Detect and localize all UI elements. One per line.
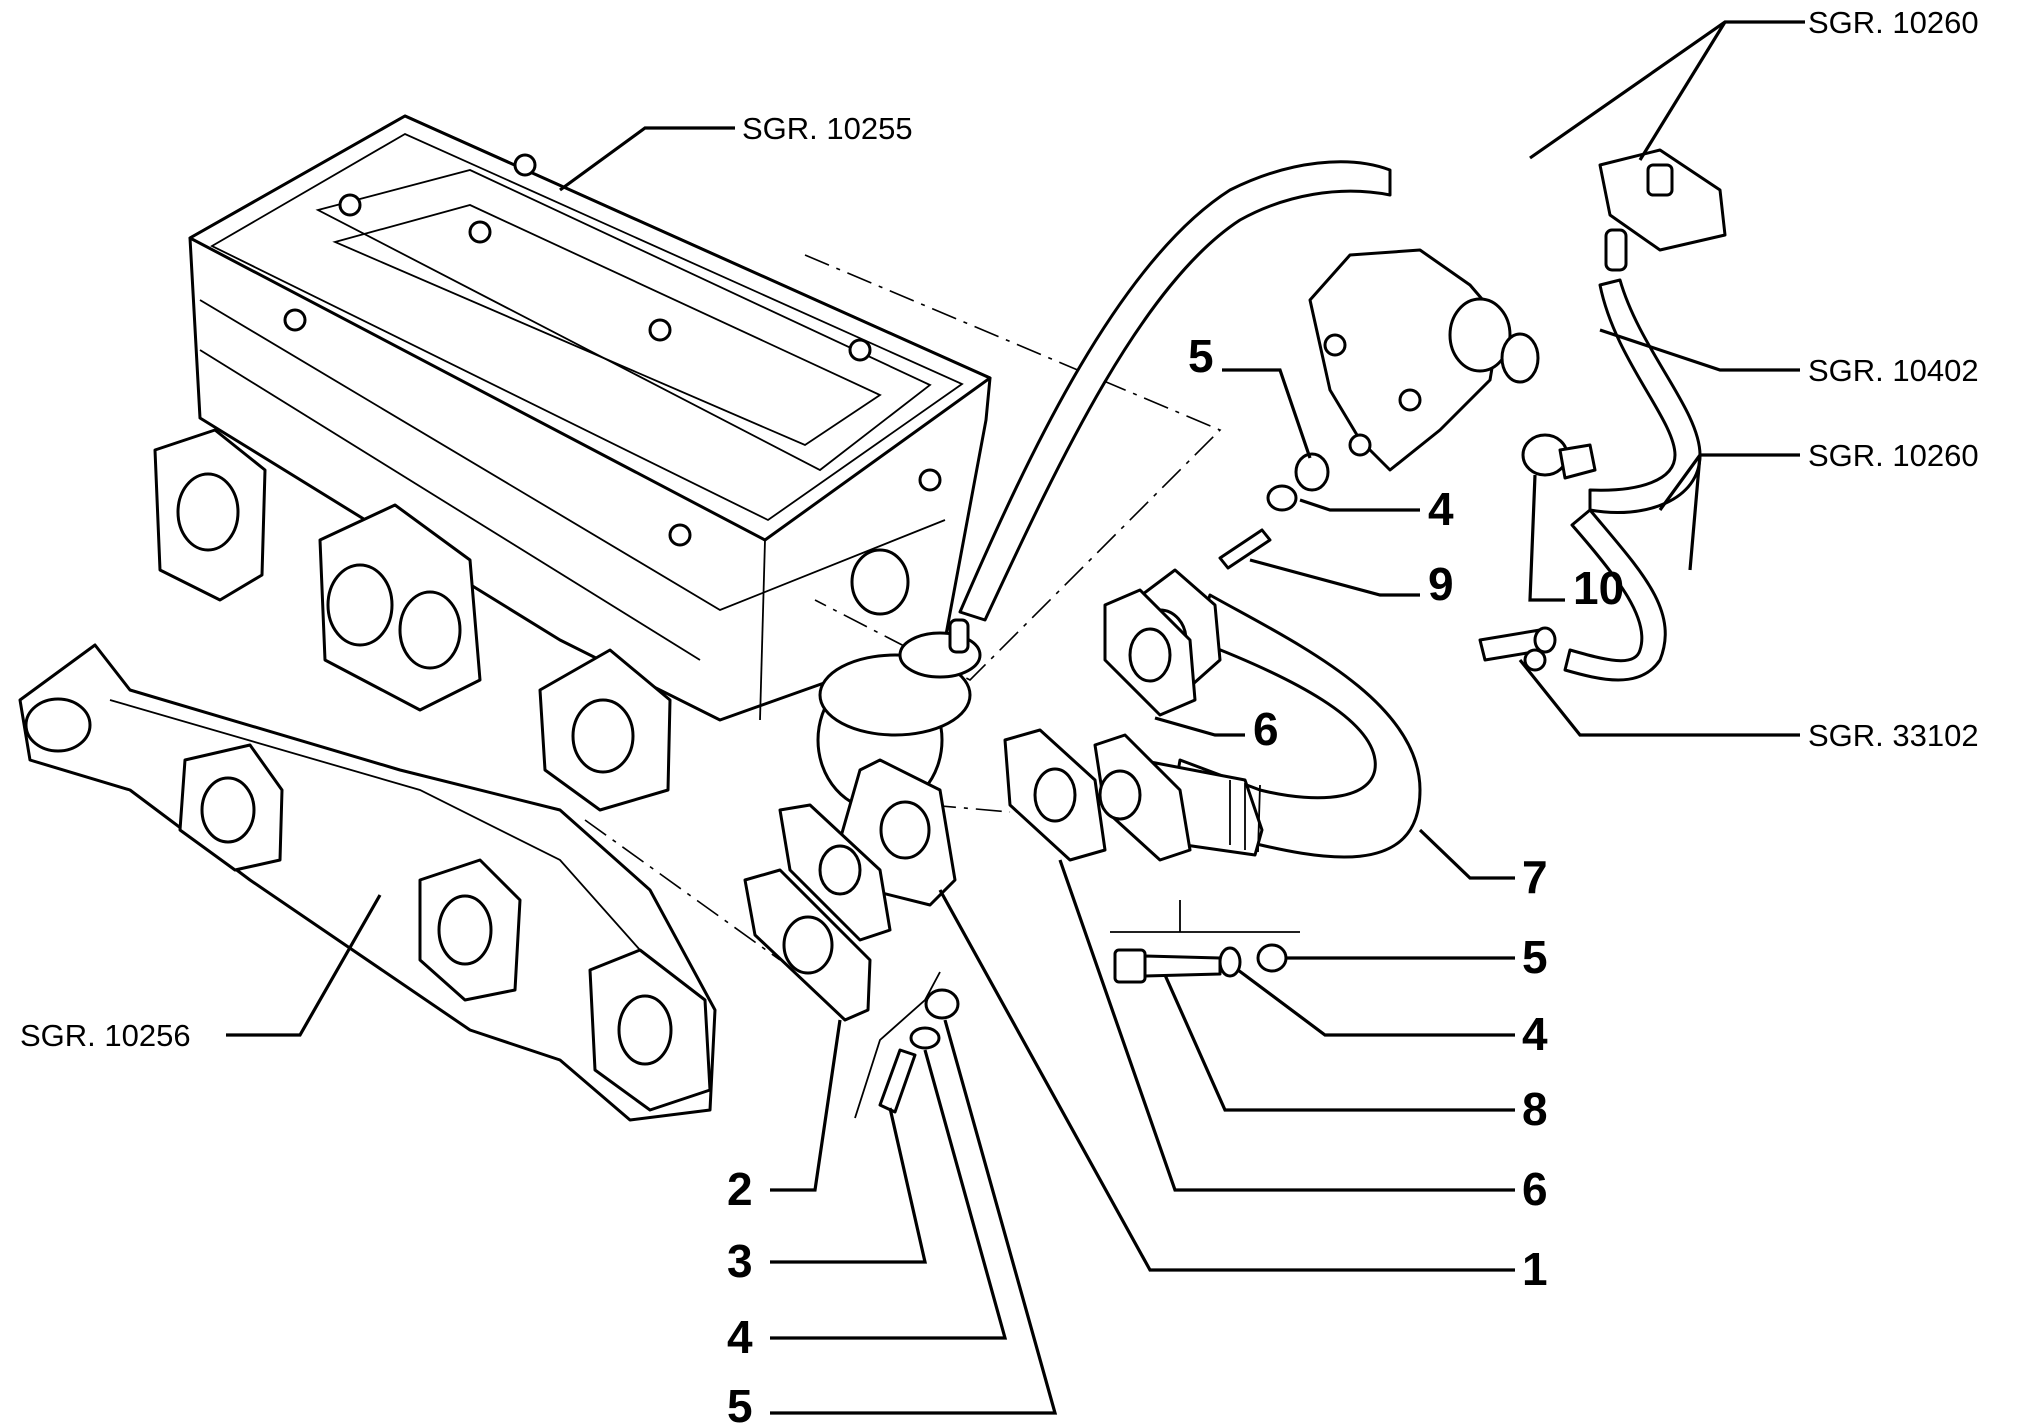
callout-9: 9 xyxy=(1428,558,1454,610)
callout-3: 3 xyxy=(727,1235,753,1287)
sgr-10255-label: SGR. 10255 xyxy=(742,111,913,146)
gasket-2 xyxy=(743,803,892,1022)
callout-2: 2 xyxy=(727,1163,753,1215)
callout-5-top: 5 xyxy=(1188,330,1214,382)
bolt-washer-nut-right xyxy=(1110,900,1300,984)
vacuum-sensor-10 xyxy=(1521,433,1597,480)
callout-6-mid: 6 xyxy=(1253,703,1279,755)
callout-6-right: 6 xyxy=(1522,1163,1548,1215)
callout-4-bottom: 4 xyxy=(727,1311,753,1363)
callout-5-right: 5 xyxy=(1522,931,1548,983)
sgr-10256-label: SGR. 10256 xyxy=(20,1018,191,1053)
callout-4-right: 4 xyxy=(1522,1008,1548,1060)
vacuum-solenoid xyxy=(1598,148,1727,272)
callout-8: 8 xyxy=(1522,1083,1548,1135)
callout-4-top: 4 xyxy=(1428,483,1454,535)
callout-7: 7 xyxy=(1522,851,1548,903)
exhaust-manifold xyxy=(18,643,717,1122)
intake-manifold xyxy=(153,114,992,812)
leader-lines xyxy=(226,20,1805,1415)
gaskets-6 xyxy=(1003,588,1197,862)
sgr-33102-label: SGR. 33102 xyxy=(1808,718,1979,753)
sgr-10402-label: SGR. 10402 xyxy=(1808,353,1979,388)
part-number-callouts: 5 4 9 10 6 7 5 4 8 6 1 2 3 4 5 xyxy=(727,330,1624,1426)
stud-washer-nut-bottom xyxy=(854,971,960,1119)
t-connector xyxy=(1478,626,1557,672)
reference-labels: SGR. 10260 SGR. 10255 SGR. 10402 SGR. 10… xyxy=(20,5,1979,1053)
sgr-10260-top-label: SGR. 10260 xyxy=(1808,5,1979,40)
callout-1: 1 xyxy=(1522,1243,1548,1295)
vacuum-hoses xyxy=(958,160,1702,682)
stud-washer-nut-top xyxy=(1218,452,1330,570)
callout-10: 10 xyxy=(1573,562,1624,614)
callout-5-bottom: 5 xyxy=(727,1380,753,1426)
sgr-10260-mid-label: SGR. 10260 xyxy=(1808,438,1979,473)
thermostat-housing xyxy=(1308,248,1540,472)
